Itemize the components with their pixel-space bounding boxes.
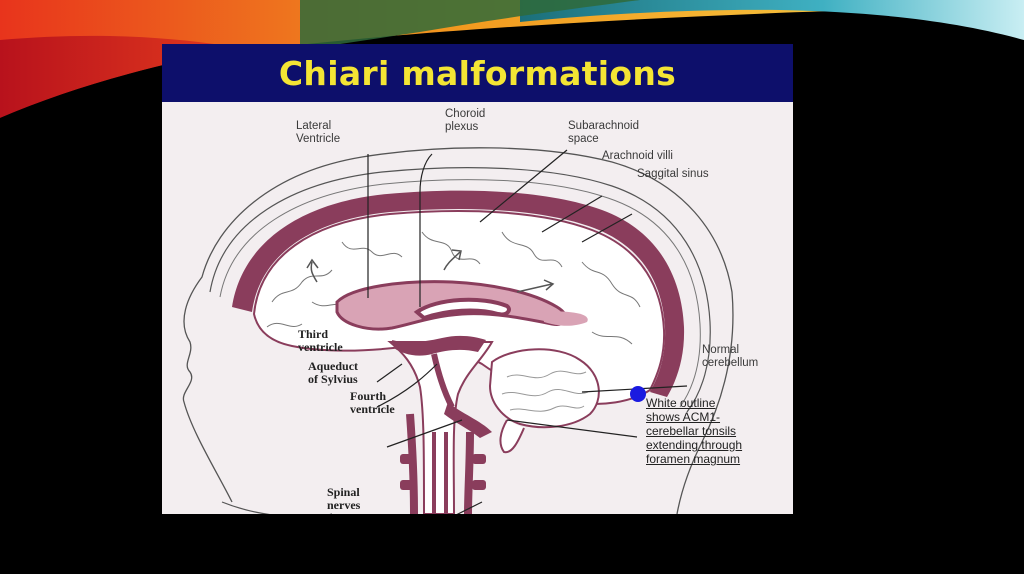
label-normal-cerebellum: Normal cerebellum bbox=[702, 344, 758, 370]
label-spinal-nerves: Spinal nerves bbox=[327, 486, 360, 512]
annotation-line: extending through bbox=[646, 438, 743, 452]
label-line: Aqueduct bbox=[308, 359, 359, 373]
label-line: Third bbox=[298, 327, 329, 341]
vertebrae bbox=[400, 454, 486, 490]
cerebellum-folia bbox=[501, 370, 589, 412]
label-line: ventricle bbox=[298, 340, 343, 354]
label-subarachnoid-space: Subarachnoid space bbox=[568, 120, 639, 146]
label-line: Lateral bbox=[296, 120, 332, 132]
third-ventricle bbox=[392, 335, 486, 356]
aqueduct bbox=[431, 353, 455, 409]
label-line: cerebellum bbox=[702, 357, 759, 369]
label-line: Normal bbox=[702, 344, 740, 356]
label-line: Ventricle bbox=[296, 133, 341, 145]
brain-illustration bbox=[182, 147, 734, 514]
label-line: plexus bbox=[445, 121, 479, 133]
laser-pointer-dot bbox=[630, 386, 646, 402]
annotation-acm1: White outline shows ACM1- cerebellar ton… bbox=[646, 396, 742, 466]
label-lateral-ventricle: Lateral Ventricle bbox=[296, 120, 340, 146]
label-line: Fourth bbox=[350, 389, 386, 403]
label-choroid-plexus: Choroid plexus bbox=[445, 108, 485, 134]
label-line: space bbox=[568, 133, 599, 145]
annotation-line: cerebellar tonsils bbox=[646, 424, 737, 438]
label-line: of Sylvius bbox=[308, 372, 358, 386]
skull-outline bbox=[209, 167, 711, 413]
label-aqueduct-of-sylvius: Aqueduct of Sylvius bbox=[308, 360, 358, 386]
neck-outline bbox=[221, 501, 332, 514]
fourth-ventricle bbox=[444, 402, 492, 438]
brain-gyri bbox=[266, 231, 641, 345]
label-line: nerves bbox=[327, 498, 361, 512]
csf-flow-arrows bbox=[306, 249, 555, 293]
label-line: Subarachnoid bbox=[568, 120, 639, 132]
label-saggital-sinus: Saggital sinus bbox=[637, 168, 709, 180]
lateral-ventricle-tail bbox=[542, 311, 588, 326]
annotation-line: foramen magnum bbox=[646, 452, 741, 466]
label-line: Spinal bbox=[327, 485, 360, 499]
annotation-line: shows ACM1- bbox=[646, 410, 721, 424]
cerebellar-tonsils bbox=[499, 419, 525, 454]
label-fourth-ventricle: Fourth ventricle bbox=[350, 390, 395, 416]
spinal-canal bbox=[432, 432, 448, 514]
skull-outline-inner bbox=[219, 179, 701, 408]
diagram-figure: Chiari malformations bbox=[162, 44, 793, 514]
title-bar: Chiari malformations bbox=[162, 44, 793, 102]
annotation-line: White outline bbox=[646, 396, 716, 410]
label-line: Choroid bbox=[445, 108, 486, 120]
label-arachnoid-villi: Arachnoid villi bbox=[602, 150, 673, 162]
label-line: ventricle bbox=[350, 402, 395, 416]
diagram-title: Chiari malformations bbox=[278, 53, 677, 93]
cerebellum bbox=[488, 348, 600, 429]
head-outline bbox=[182, 147, 734, 514]
spinal-cord-outer-right bbox=[464, 431, 474, 514]
label-third-ventricle: Third ventricle bbox=[298, 328, 343, 354]
choroid-plexus bbox=[413, 297, 511, 321]
